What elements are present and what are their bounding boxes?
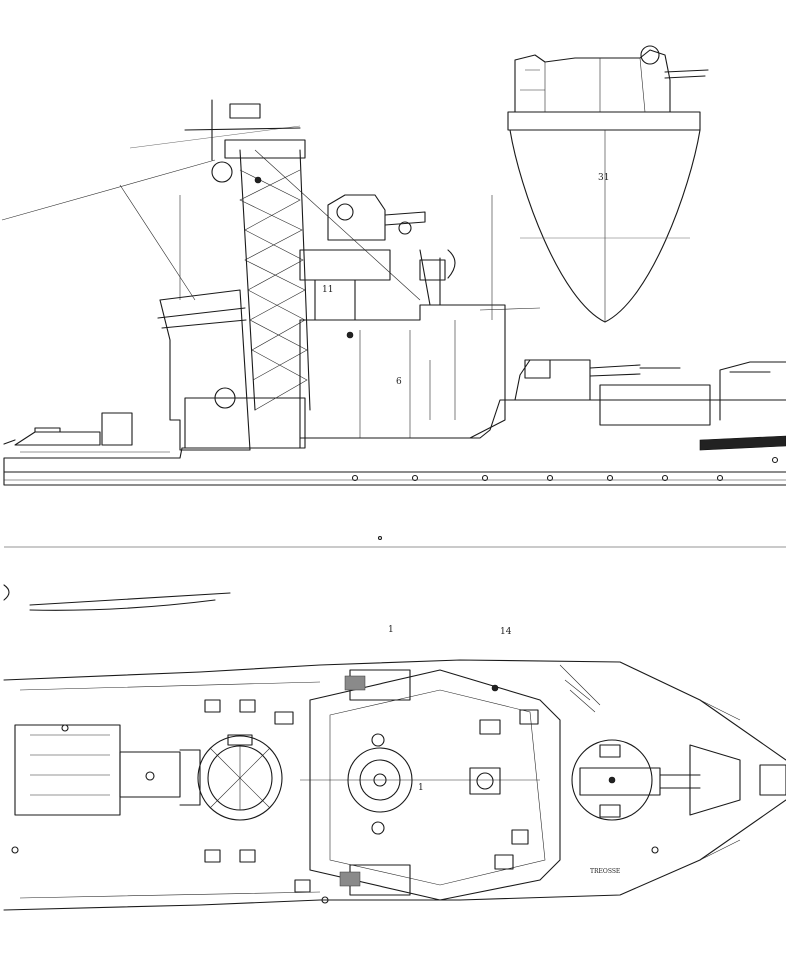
plan-inner-line (19, 681, 321, 899)
forestay-line (1, 159, 216, 221)
turret-details (520, 57, 646, 113)
stern-turret (699, 361, 786, 451)
main-mast: 11 6 (184, 99, 402, 411)
turret-dome (640, 45, 660, 65)
plan-stern (559, 664, 786, 861)
plan-circular-mount (197, 734, 283, 821)
bridge-windows (157, 307, 247, 329)
mast-mark-b: 6 (396, 377, 402, 387)
plan-superstructure (300, 669, 561, 901)
plan-note: TREOSSE (590, 868, 620, 875)
plan-mark-b: 14 (500, 627, 512, 637)
aft-gun-turret (514, 359, 711, 426)
forward-barrel (3, 439, 16, 445)
small-radar (419, 259, 446, 281)
mast-mark-a: 11 (322, 285, 333, 295)
plan-forward-mount (14, 724, 201, 816)
section-number: 31 (598, 173, 609, 183)
side-profile-view: 11 6 (1, 99, 786, 541)
stay-line (119, 184, 196, 301)
aft-mast-pole (419, 249, 441, 306)
porthole (346, 331, 354, 339)
radar-dish (447, 249, 456, 279)
midship-superstructure (299, 304, 506, 439)
gun-barrel (664, 69, 709, 79)
bridge-lower (184, 397, 306, 449)
bow-cross-section-view: 31 (507, 45, 709, 323)
top-stay-line (129, 125, 301, 149)
plan-mark-a: 1 (388, 625, 394, 635)
forward-gun-mount (14, 427, 101, 446)
plan-aft-turret (571, 739, 701, 821)
plan-hull-outline (3, 659, 786, 911)
midship-details (359, 320, 456, 438)
boom (479, 307, 541, 311)
plan-view: 1 14 (3, 584, 786, 911)
turret-outline (514, 49, 671, 113)
bridge-block (159, 289, 251, 451)
bow-tip-left (3, 584, 10, 601)
fire-control-director (299, 194, 426, 321)
forward-deckhouse (101, 412, 133, 446)
deck-bollards (351, 456, 779, 541)
deck-plate (507, 111, 701, 131)
plan-mark-c: 1 (418, 783, 424, 793)
plan-half-breadth (29, 592, 231, 611)
plan-side-fittings (11, 699, 659, 904)
stay-line-aft (254, 149, 421, 301)
